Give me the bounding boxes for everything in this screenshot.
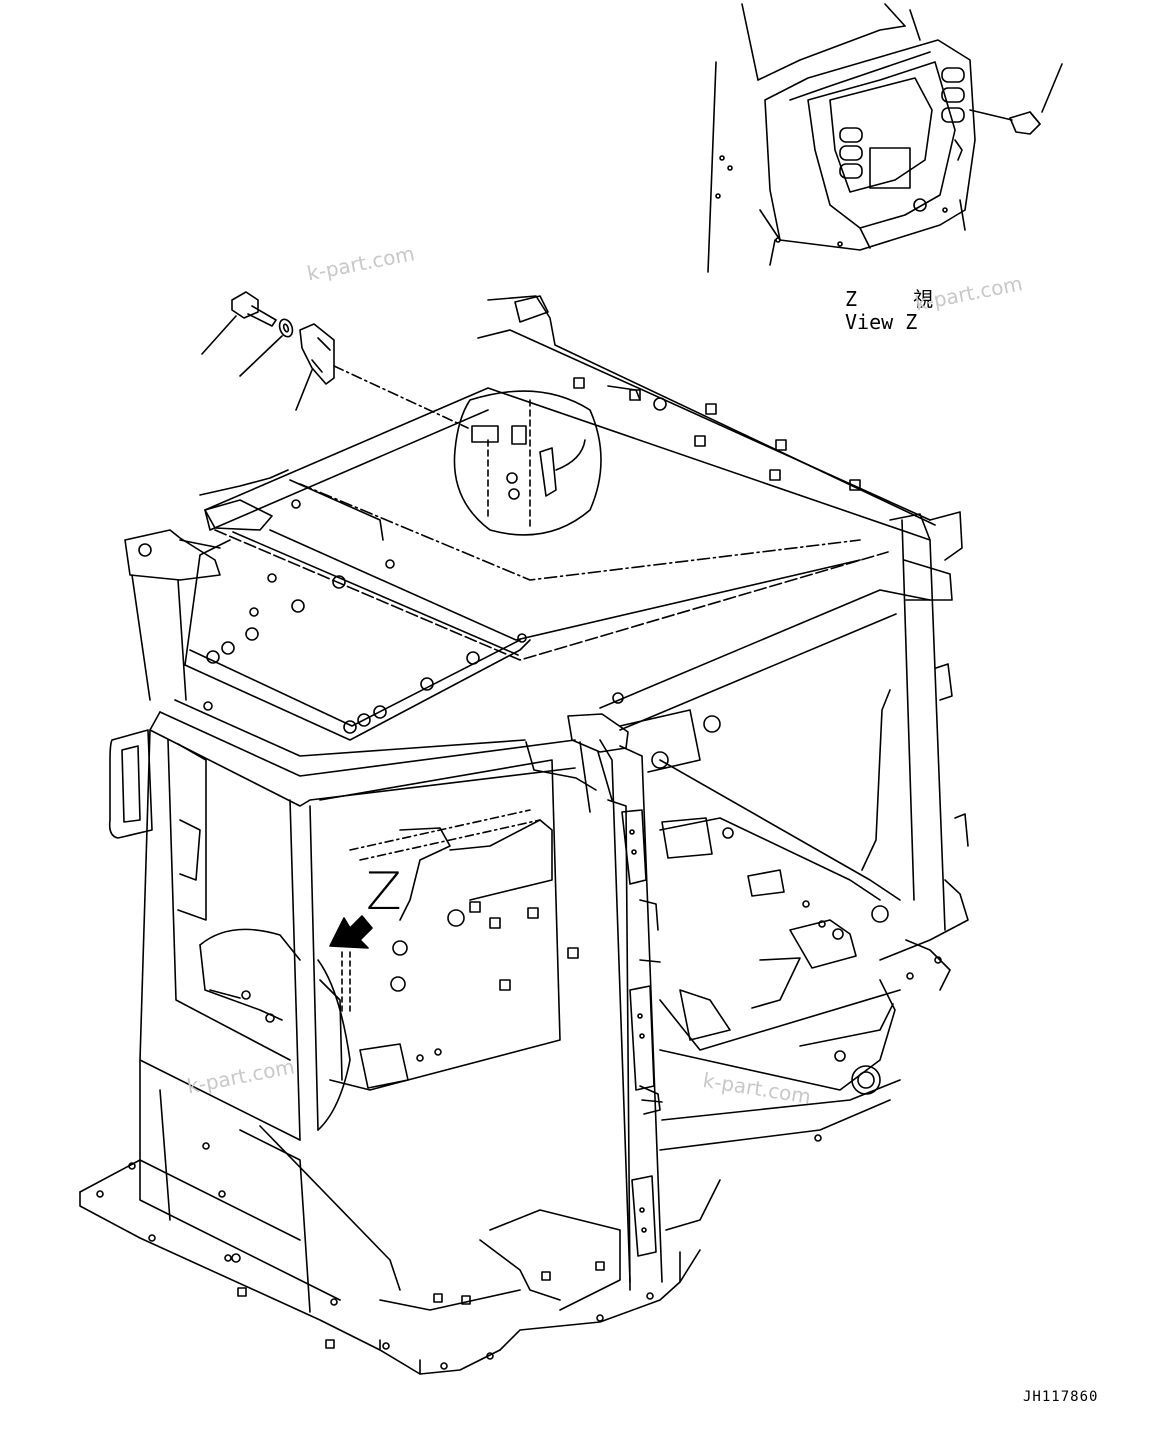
right-rear-post xyxy=(599,511,969,961)
bolt-icon xyxy=(231,291,277,327)
washer-leader xyxy=(239,335,283,377)
switch-icon xyxy=(969,109,1041,135)
detail-bubble xyxy=(453,390,602,536)
floor-frame xyxy=(79,939,951,1375)
bolt-leader xyxy=(201,315,237,355)
switch-leader xyxy=(1041,63,1063,113)
cab-roof xyxy=(184,295,936,741)
front-top-beam xyxy=(149,699,721,813)
clip-leader xyxy=(295,369,313,411)
view-z-inset xyxy=(707,3,1063,273)
clip-icon xyxy=(299,323,335,385)
front-left-post xyxy=(108,529,351,1141)
view-z-label: View Z xyxy=(845,310,918,334)
right-floor-area xyxy=(659,759,901,1051)
washer-icon xyxy=(278,318,294,338)
rear-panel xyxy=(319,759,579,1091)
front-right-post xyxy=(599,739,663,1291)
view-z-label-jp: Z 視 xyxy=(845,287,956,311)
arrow-icon xyxy=(329,915,373,1013)
view-direction-letter: Z xyxy=(366,862,402,922)
drawing-number: JH117860 xyxy=(1023,1389,1099,1405)
